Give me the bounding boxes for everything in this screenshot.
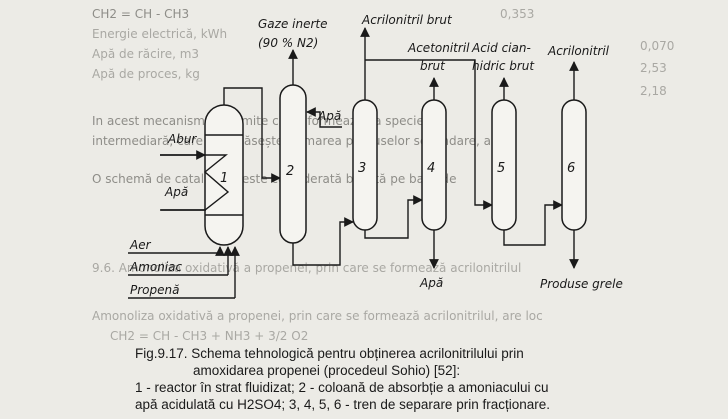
bg-value-4: 2,18 xyxy=(640,84,667,98)
bg-energy: Energie electrică, kWh xyxy=(92,27,227,41)
unit-4-number: 4 xyxy=(427,161,435,176)
unit-5-number: 5 xyxy=(497,161,505,176)
label-propena: Propenă xyxy=(130,283,179,297)
label-amoniac: Amoniac xyxy=(129,260,183,274)
label-abur: Abur xyxy=(167,132,197,146)
label-aer: Aer xyxy=(129,238,152,252)
label-apa-left: Apă xyxy=(164,185,188,199)
bg-paragraph-3: O schemă de catalizator este considerată… xyxy=(92,172,456,186)
bg-section-heading: 9.6. Amonoliza oxidativă a propenei, pri… xyxy=(92,261,521,275)
caption-line-3: 1 - reactor în strat fluidizat; 2 - colo… xyxy=(135,380,549,395)
bg-value-3: 2,53 xyxy=(640,61,667,75)
caption-line-1: Fig.9.17. Schema tehnologică pentru obți… xyxy=(135,346,524,361)
label-gaze-inerte-n2: (90 % N2) xyxy=(258,36,318,50)
unit-1-number: 1 xyxy=(220,171,228,186)
bg-formula: CH2 = CH - CH3 xyxy=(92,7,189,21)
label-acetonitril: Acetonitril xyxy=(407,41,470,55)
unit-2-number: 2 xyxy=(286,164,294,179)
label-acid-cian: Acid cian- xyxy=(471,41,531,55)
label-produse-grele: Produse grele xyxy=(540,277,623,291)
bg-process-water: Apă de proces, kg xyxy=(92,67,200,81)
label-acrilonitril-brut: Acrilonitril brut xyxy=(361,13,453,27)
caption-line-4: apă acidulată cu H2SO4; 3, 4, 5, 6 - tre… xyxy=(135,397,550,412)
unit-3-number: 3 xyxy=(358,161,366,176)
bg-value-1: 0,353 xyxy=(500,7,534,21)
bg-paragraph-4: Amonoliza oxidativă a propenei, prin car… xyxy=(92,309,543,323)
bg-paragraph-1: In acest mecanism se admite că se formea… xyxy=(92,114,424,128)
label-gaze-inerte: Gaze inerte xyxy=(258,17,328,31)
label-apa-top: Apă xyxy=(317,109,341,123)
caption-line-2: amoxidarea propenei (procedeul Sohio) [5… xyxy=(193,363,461,378)
bg-cooling-water: Apă de răcire, m3 xyxy=(92,47,199,61)
label-hidric-brut: hidric brut xyxy=(472,59,535,73)
label-acetonitril-brut: brut xyxy=(420,59,446,73)
unit-6-number: 6 xyxy=(567,161,575,176)
bg-value-2: 0,070 xyxy=(640,39,674,53)
label-apa-bottom: Apă xyxy=(419,276,443,290)
figure-caption: Fig.9.17. Schema tehnologică pentru obți… xyxy=(135,345,655,413)
label-acrilonitril: Acrilonitril xyxy=(547,44,610,58)
bg-equation: CH2 = CH - CH3 + NH3 + 3/2 O2 xyxy=(110,329,308,343)
